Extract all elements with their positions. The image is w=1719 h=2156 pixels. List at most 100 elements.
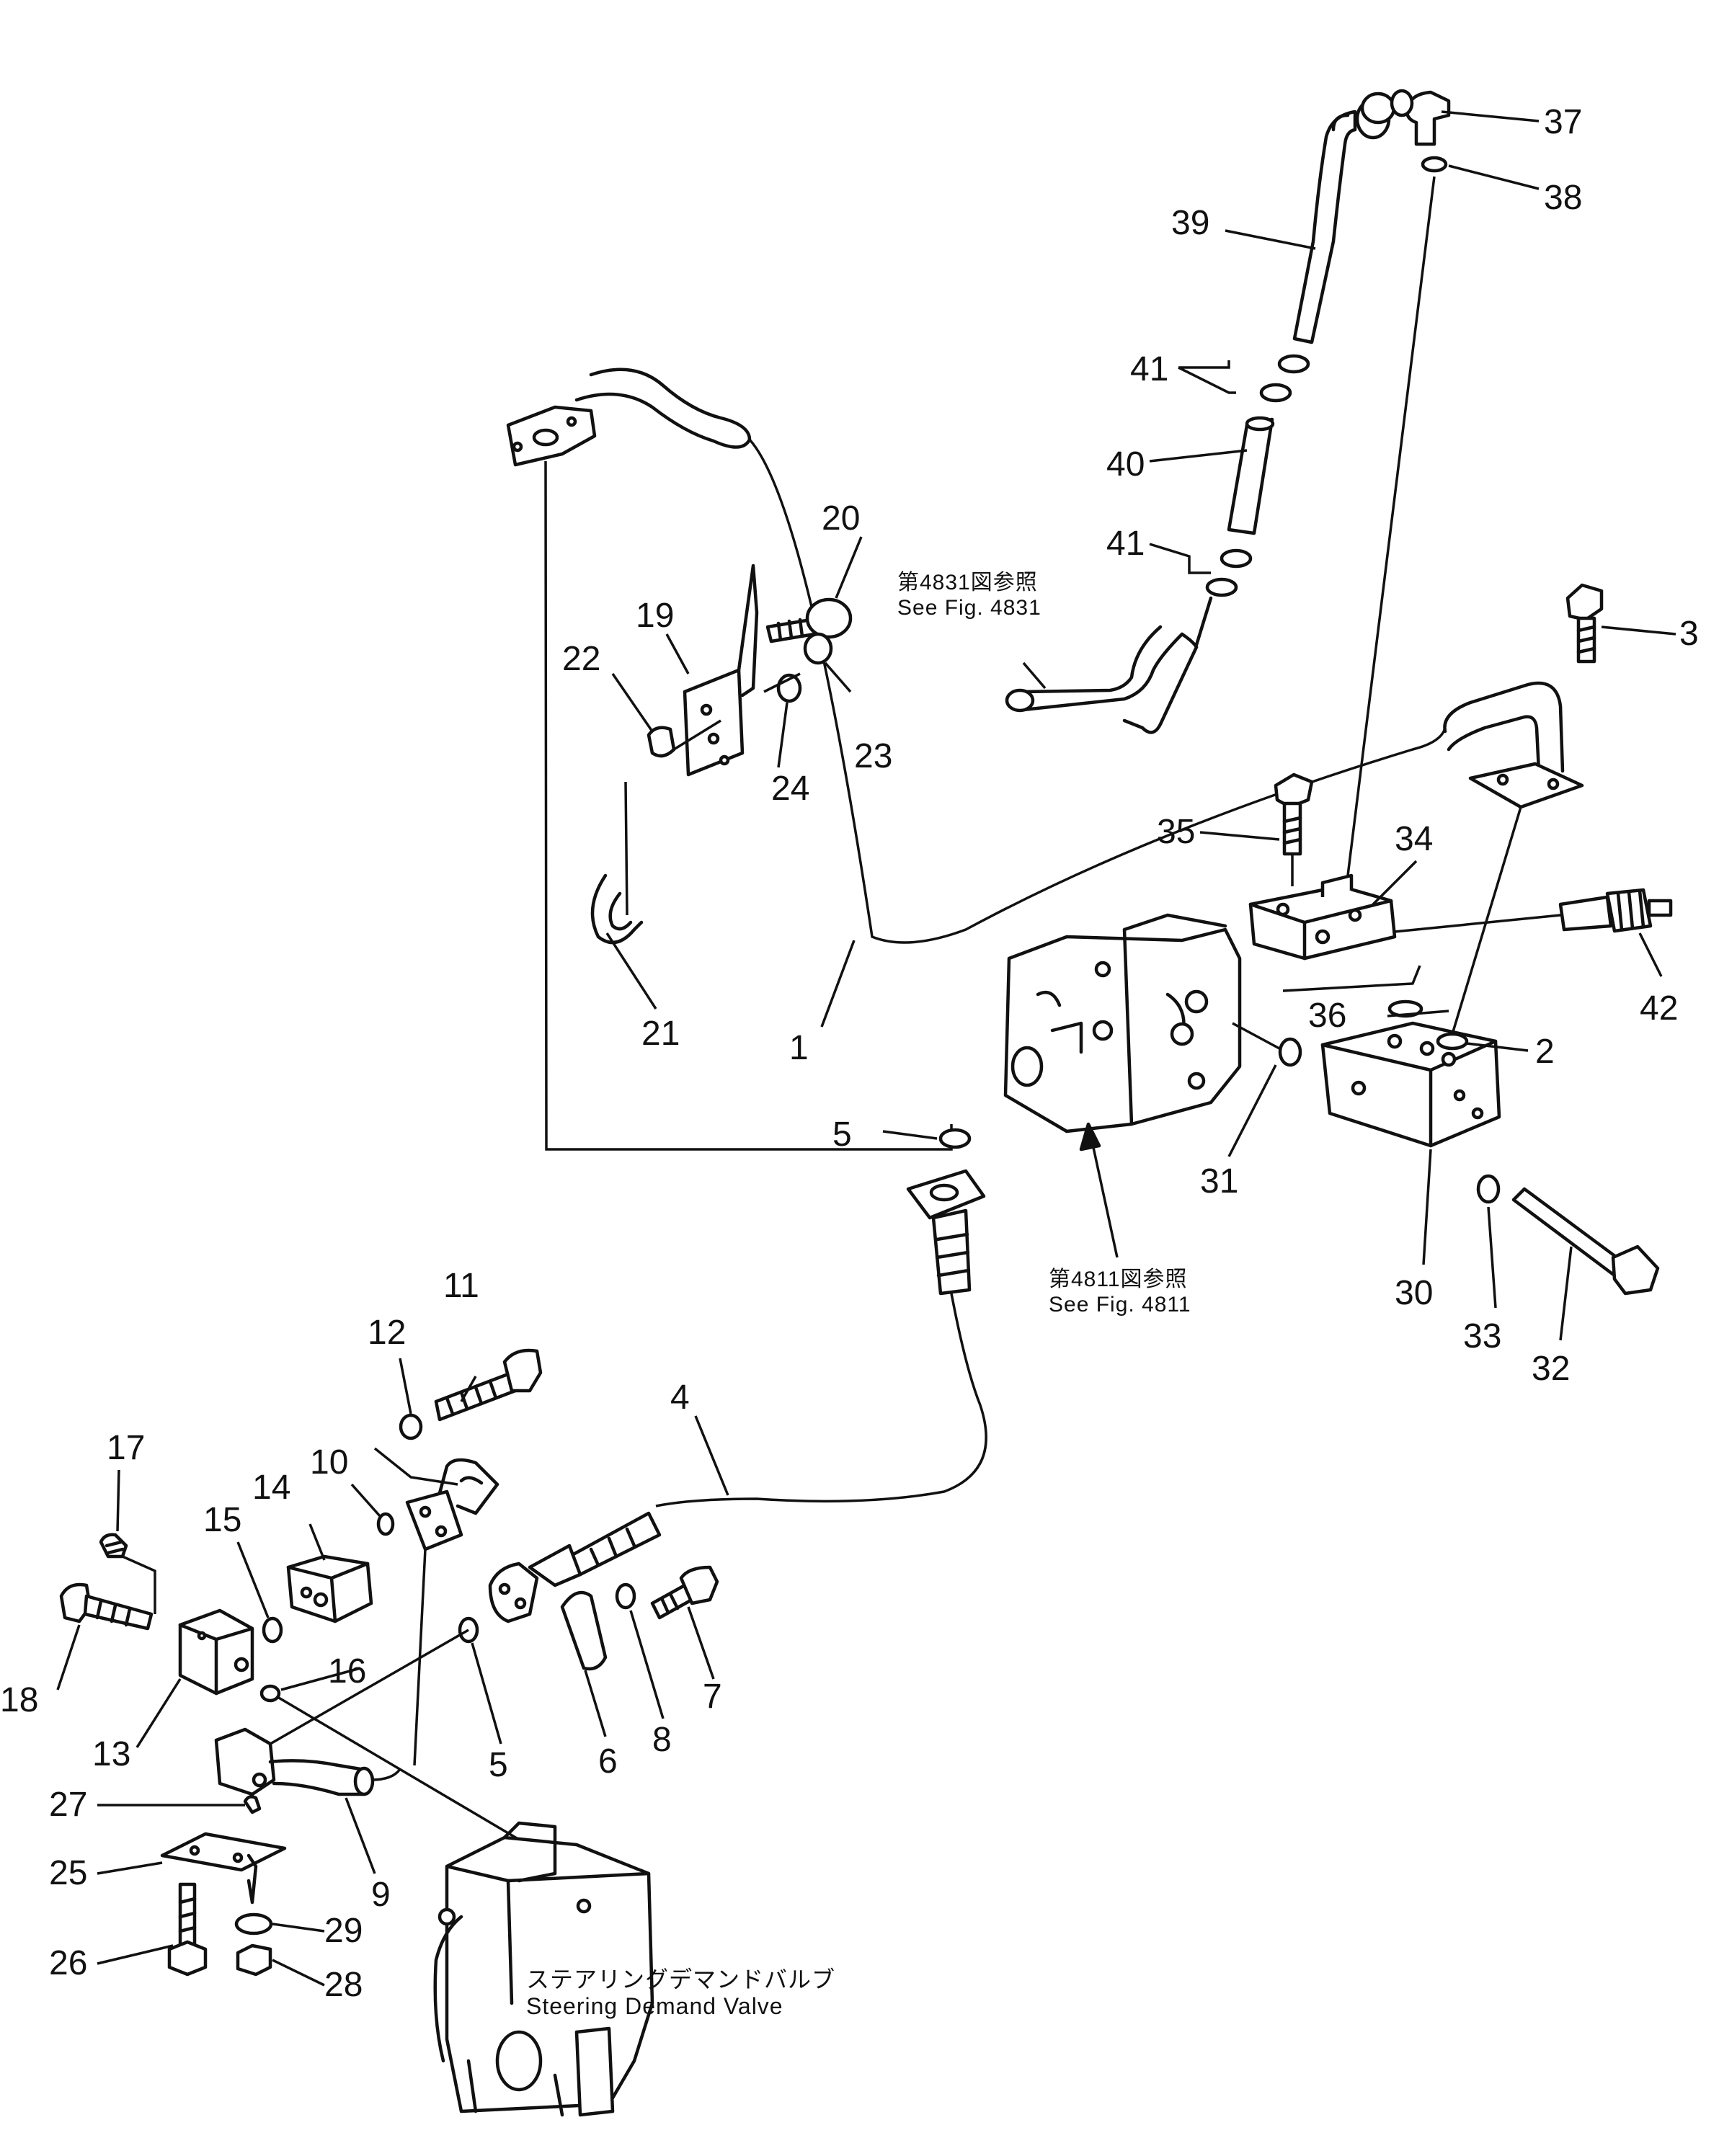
hose-clamp-41-upper [1259, 354, 1310, 403]
block-30 [1320, 1021, 1501, 1148]
bolt-32 [1511, 1187, 1660, 1296]
callout-16: 16 [328, 1652, 366, 1690]
elbow-9 [214, 1727, 375, 1796]
callout-12: 12 [368, 1314, 406, 1352]
hose-4-line [655, 1293, 987, 1507]
hose-4-lower-end [488, 1511, 662, 1623]
callout-28: 28 [324, 1966, 363, 2004]
block-14 [286, 1554, 373, 1623]
callout-4: 4 [670, 1378, 690, 1417]
callout-38: 38 [1544, 179, 1582, 217]
callout-18: 18 [0, 1681, 38, 1719]
fitting-42-route [1394, 914, 1561, 933]
o-ring-38 [1421, 156, 1448, 173]
block-13 [178, 1608, 254, 1696]
callout-17: 17 [107, 1429, 145, 1467]
elbow-9-route [270, 1629, 577, 1875]
callout-26: 26 [49, 1944, 87, 1982]
callout-42: 42 [1640, 989, 1678, 1028]
tube-1-to-valve-route [544, 460, 953, 1151]
callout-30: 30 [1395, 1274, 1433, 1312]
callout-41-lower: 41 [1106, 525, 1145, 563]
hose-4-upper-end [906, 1169, 986, 1296]
bolt-26 [167, 1882, 208, 1977]
ref-fig-4831-en: See Fig. 4831 [897, 596, 1041, 620]
flange-3-route [1451, 806, 1522, 1035]
ref-fig-4811-jp: 第4811図参照 [1049, 1268, 1188, 1291]
tube-1-route [748, 438, 1447, 944]
callout-36: 36 [1308, 997, 1346, 1035]
elbow-fitting-37 [1390, 89, 1451, 146]
callout-2: 2 [1535, 1033, 1555, 1071]
hose-clamp-41-lower [1205, 548, 1253, 597]
tube-1 [506, 368, 752, 467]
callout-41-upper: 41 [1130, 350, 1168, 388]
callout-7: 7 [703, 1678, 722, 1716]
callout-5-upper: 5 [832, 1115, 852, 1154]
callout-33: 33 [1463, 1317, 1501, 1355]
callout-29: 29 [324, 1912, 363, 1950]
o-ring-36 [1387, 999, 1423, 1018]
u-clamp-21 [590, 873, 644, 945]
tube-39-route [1346, 176, 1436, 876]
bracket-19 [683, 564, 759, 777]
o-ring-15 [262, 1616, 283, 1644]
steering-valve-label-en: Steering Demand Valve [526, 1993, 783, 2019]
callout-5-lower: 5 [489, 1746, 508, 1784]
callout-13: 13 [92, 1735, 130, 1773]
callout-3: 3 [1679, 615, 1699, 653]
steering-valve-label-jp: ステアリングデマンドバルブ [526, 1966, 835, 1992]
tube-39 [1292, 92, 1396, 344]
bracket-25 [160, 1832, 287, 1905]
callout-22: 22 [562, 640, 600, 678]
callout-9: 9 [371, 1876, 391, 1914]
callout-39: 39 [1171, 204, 1209, 242]
bolt-20 [765, 597, 853, 643]
callout-leaders [56, 110, 1676, 1987]
callout-25: 25 [49, 1854, 87, 1892]
o-ring-2 [1436, 1032, 1469, 1051]
fitting-42 [1558, 888, 1673, 933]
washer-29 [234, 1912, 273, 1936]
callout-40: 40 [1106, 445, 1145, 484]
bolt-18 [59, 1582, 154, 1631]
main-valve-fig-4811 [1003, 913, 1242, 1133]
bolt-11 [434, 1348, 543, 1422]
washer-8 [615, 1582, 636, 1610]
plug-17-route [122, 1555, 156, 1614]
callout-11: 11 [443, 1267, 479, 1305]
callout-19: 19 [636, 597, 674, 635]
callout-10: 10 [310, 1443, 348, 1482]
callout-27: 27 [49, 1786, 87, 1824]
bolt-35 [1274, 772, 1314, 856]
callout-8: 8 [652, 1721, 672, 1759]
callout-6: 6 [598, 1742, 618, 1781]
o-ring-31 [1278, 1037, 1302, 1067]
callout-31: 31 [1200, 1162, 1238, 1200]
pipe-fig-4831 [1005, 596, 1213, 734]
block-34 [1248, 873, 1397, 961]
callout-21: 21 [641, 1015, 680, 1053]
callout-23: 23 [854, 737, 892, 775]
o-ring-16 [259, 1684, 281, 1703]
clip-22 [647, 726, 676, 758]
o-ring-10 [376, 1512, 395, 1536]
callout-15: 15 [203, 1501, 241, 1539]
bolt-35-route [1282, 854, 1421, 992]
bolt-7 [650, 1565, 719, 1620]
o-ring-31-route [1232, 1022, 1280, 1050]
hose-40 [1227, 416, 1275, 535]
o-ring-5-upper [938, 1128, 972, 1149]
nut-23 [803, 632, 833, 665]
plug-17 [99, 1533, 128, 1559]
split-flange-6 [560, 1590, 608, 1671]
callout-20: 20 [822, 499, 860, 538]
main-valve-ref-arrowhead [1079, 1122, 1101, 1152]
clip-route [624, 672, 801, 916]
washer-33 [1476, 1174, 1501, 1204]
callout-34: 34 [1395, 820, 1433, 858]
bolt-3 [1565, 583, 1604, 664]
elbow-tube-3-flange [1443, 681, 1584, 809]
callout-1: 1 [789, 1029, 809, 1067]
